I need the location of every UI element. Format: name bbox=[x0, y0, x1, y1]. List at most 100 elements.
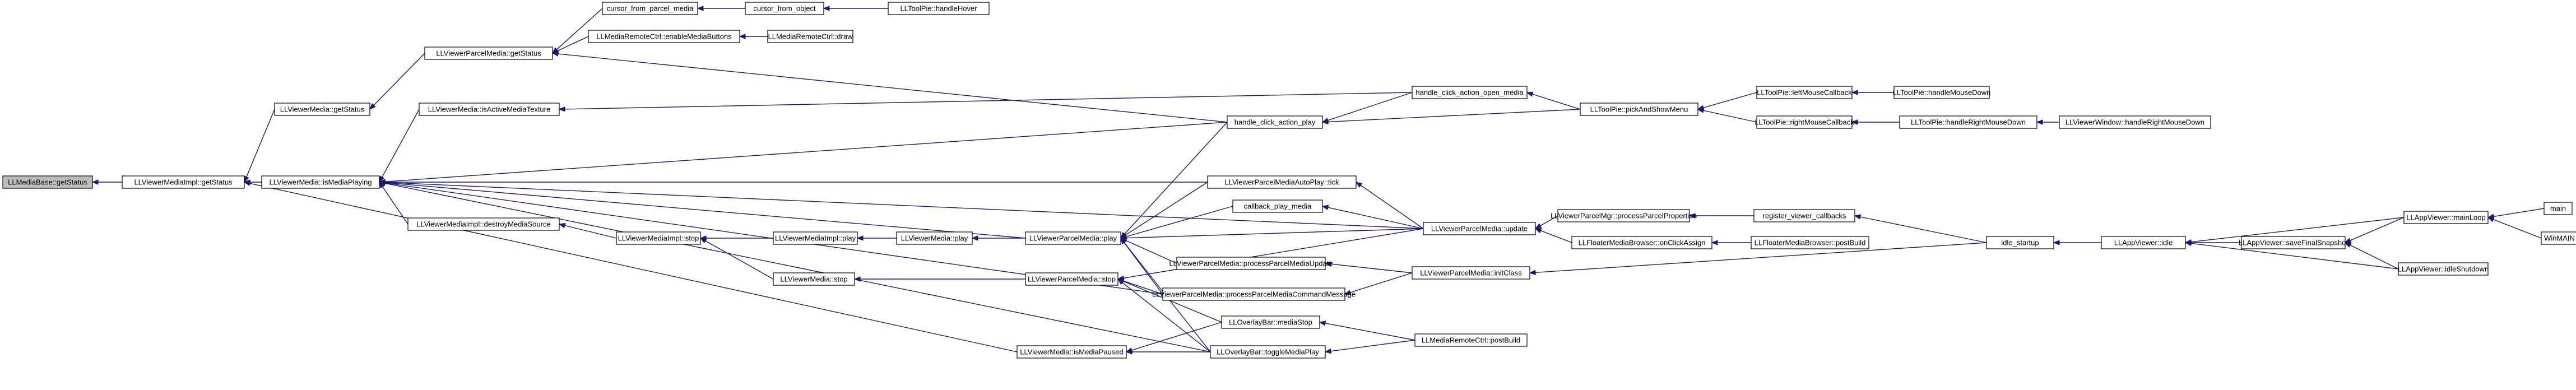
node-label: main bbox=[2550, 205, 2566, 213]
node-llviewerparcelmedia-stop[interactable]: LLViewerParcelMedia::stop bbox=[1025, 272, 1118, 286]
node-label: LLViewerMedia::isMediaPaused bbox=[1020, 348, 1124, 356]
edge-llviewerparcelmedia-getstatus-to-llviewermedia-getstatus bbox=[369, 53, 425, 110]
node-label: LLToolPie::handleRightMouseDown bbox=[1911, 118, 2026, 127]
node-llmediaremotectrl-enablemediabuttons[interactable]: LLMediaRemoteCtrl::enableMediaButtons bbox=[588, 30, 740, 43]
node-lltoolpie-handlehover[interactable]: LLToolPie::handleHover bbox=[888, 2, 990, 15]
node-callback-play-media[interactable]: callback_play_media bbox=[1232, 199, 1323, 213]
edge-llviewerparcelmedia-play-to-llviewermedia-play bbox=[971, 235, 1025, 241]
edge-lltoolpie-pickandshowmenu-to-handle-click-action-play bbox=[1321, 109, 1581, 125]
node-llviewerparcelmedia-getstatus[interactable]: LLViewerParcelMedia::getStatus bbox=[424, 47, 553, 60]
node-box bbox=[407, 217, 560, 231]
node-cursor-from-object[interactable]: cursor_from_object bbox=[745, 2, 824, 15]
node-llviewermedia-getstatus[interactable]: LLViewerMedia::getStatus bbox=[274, 103, 370, 116]
node-llviewermedia-ismediaplaying[interactable]: LLViewerMedia::isMediaPlaying bbox=[261, 175, 380, 189]
node-handle-click-action-open-media[interactable]: handle_click_action_open_media bbox=[1412, 86, 1528, 99]
edge-llviewerparcelmedia-update-to-llviewerparcelmedia-stop bbox=[1117, 228, 1424, 281]
node-label: LLViewerMediaImpl::play bbox=[775, 234, 856, 243]
node-label: LLToolPie::leftMouseCallback bbox=[1757, 89, 1852, 97]
edge-register-viewer-callbacks-to-llviewerparcelmgr-processparcelproperties bbox=[1688, 213, 1754, 219]
node-llmediaremotectrl-draw[interactable]: LLMediaRemoteCtrl::draw bbox=[767, 30, 853, 43]
node-handle-click-action-play[interactable]: handle_click_action_play bbox=[1227, 115, 1323, 129]
node-label: LLToolPie::handleMouseDown bbox=[1893, 89, 1991, 97]
node-cursor-from-parcel-media[interactable]: cursor_from_parcel_media bbox=[602, 2, 698, 15]
edge-llviewerparcelmedia-initclass-to-llviewerparcelmedia-processparcelmediacommandmessage bbox=[1344, 272, 1413, 295]
node-lloverlaybar-togglemediaplay[interactable]: LLOverlayBar::toggleMediaPlay bbox=[1210, 345, 1326, 359]
node-register-viewer-callbacks[interactable]: register_viewer_callbacks bbox=[1753, 209, 1855, 222]
node-box bbox=[1017, 345, 1127, 359]
node-box bbox=[767, 30, 853, 43]
node-lloverlaybar-mediastop[interactable]: LLOverlayBar::mediaStop bbox=[1221, 315, 1320, 329]
node-main[interactable]: main bbox=[2543, 202, 2573, 215]
node-llviewerparcelmediaautoplay-tick[interactable]: LLViewerParcelMediaAutoPlay::tick bbox=[1207, 175, 1357, 189]
node-label: LLMediaRemoteCtrl::enableMediaButtons bbox=[596, 32, 732, 41]
node-label: LLViewerParcelMedia::initClass bbox=[1420, 269, 1522, 277]
node-label: LLViewerMedia::getStatus bbox=[280, 105, 365, 114]
node-llviewerparcelmedia-processparcelmediacommandmessage[interactable]: LLViewerParcelMedia::processParcelMediaC… bbox=[1152, 287, 1356, 301]
node-box bbox=[1557, 209, 1690, 222]
edge-llviewerparcelmedia-update-to-llviewerparcelmedia-play bbox=[1120, 228, 1424, 241]
node-label: LLViewerMediaImpl::stop bbox=[618, 234, 699, 243]
node-lltoolpie-handlemousedown[interactable]: LLToolPie::handleMouseDown bbox=[1893, 86, 1991, 99]
node-box bbox=[419, 103, 560, 116]
node-label: LLAppViewer::mainLoop bbox=[2406, 213, 2485, 222]
node-lltoolpie-handlerightmousedown[interactable]: LLToolPie::handleRightMouseDown bbox=[1899, 115, 2037, 129]
node-llviewerparcelmedia-initclass[interactable]: LLViewerParcelMedia::initClass bbox=[1412, 266, 1530, 280]
node-llviewermediaimpl-stop[interactable]: LLViewerMediaImpl::stop bbox=[616, 231, 701, 245]
node-box bbox=[616, 231, 701, 245]
node-box bbox=[1571, 236, 1712, 249]
node-llfloatermediabrowser-postbuild[interactable]: LLFloaterMediaBrowser::postBuild bbox=[1751, 236, 1869, 249]
node-label: LLViewerMedia::stop bbox=[780, 275, 847, 284]
node-box bbox=[1986, 236, 2054, 249]
edge-callback-play-media-to-llviewerparcelmedia-play bbox=[1120, 206, 1233, 239]
node-label: handle_click_action_open_media bbox=[1415, 89, 1524, 97]
edge-llappviewer-savefinalsnapshot-to-llappviewer-idle bbox=[2184, 240, 2241, 245]
node-llappviewer-savefinalsnapshot[interactable]: LLAppViewer::saveFinalSnapshot bbox=[2239, 236, 2348, 249]
node-box bbox=[274, 103, 370, 116]
edge-handle-click-action-open-media-to-llviewermedia-isactivemediatexture bbox=[558, 92, 1413, 112]
node-llviewermedia-isactivemediatexture[interactable]: LLViewerMedia::isActiveMediaTexture bbox=[419, 103, 560, 116]
node-idle-startup[interactable]: idle_startup bbox=[1986, 236, 2054, 249]
node-label: LLViewerParcelMediaAutoPlay::tick bbox=[1224, 178, 1339, 187]
node-label: LLOverlayBar::toggleMediaPlay bbox=[1217, 348, 1319, 356]
node-label: LLViewerWindow::handleRightMouseDown bbox=[2066, 118, 2204, 127]
node-llappviewer-mainloop[interactable]: LLAppViewer::mainLoop bbox=[2403, 211, 2489, 224]
node-lltoolpie-leftmousecallback[interactable]: LLToolPie::leftMouseCallback bbox=[1756, 86, 1853, 99]
node-llviewerparcelmgr-processparcelproperties[interactable]: LLViewerParcelMgr::processParcelProperti… bbox=[1551, 209, 1697, 222]
node-label: LLViewerParcelMedia::processParcelMediaC… bbox=[1152, 290, 1356, 299]
edge-handle-click-action-play-to-llviewermedia-ismediaplaying bbox=[378, 122, 1228, 184]
node-llviewermediaimpl-play[interactable]: LLViewerMediaImpl::play bbox=[773, 231, 858, 245]
node-llviewermedia-stop[interactable]: LLViewerMedia::stop bbox=[773, 272, 855, 286]
node-llfloatermediabrowser-onclickassign[interactable]: LLFloaterMediaBrowser::onClickAssign bbox=[1571, 236, 1712, 249]
node-lltoolpie-pickandshowmenu[interactable]: LLToolPie::pickAndShowMenu bbox=[1580, 103, 1698, 116]
edge-llviewerparcelmediaautoplay-tick-to-llviewermedia-ismediaplaying bbox=[378, 179, 1208, 185]
node-lltoolpie-rightmousecallback[interactable]: LLToolPie::rightMouseCallback bbox=[1755, 115, 1854, 129]
node-box bbox=[745, 2, 824, 15]
node-llmediabase-getstatus[interactable]: LLMediaBase::getStatus bbox=[2, 175, 93, 189]
edge-llviewerparcelmgr-processparcelproperties-to-llviewerparcelmedia-update bbox=[1534, 215, 1558, 229]
edge-idle-startup-to-llviewerparcelmedia-initclass bbox=[1529, 242, 1987, 276]
node-llmediaremotectrl-postbuild[interactable]: LLMediaRemoteCtrl::postBuild bbox=[1414, 333, 1528, 347]
node-llviewermedia-play[interactable]: LLViewerMedia::play bbox=[896, 231, 973, 245]
node-box bbox=[1176, 257, 1326, 270]
edge-llviewermediaimpl-destroymediasource-to-llviewermedia-ismediaplaying bbox=[379, 181, 409, 225]
edge-llappviewer-idleshutdown-to-llappviewer-savefinalsnapshot bbox=[2344, 242, 2399, 270]
node-llviewerparcelmedia-play[interactable]: LLViewerParcelMedia::play bbox=[1025, 231, 1121, 245]
node-llappviewer-idleshutdown[interactable]: LLAppViewer::idleShutdown bbox=[2398, 262, 2489, 276]
node-label: callback_play_media bbox=[1244, 202, 1312, 211]
node-label: LLAppViewer::idleShutdown bbox=[2398, 265, 2489, 273]
node-winmain[interactable]: WinMAIN bbox=[2541, 231, 2576, 245]
node-llviewermediaimpl-destroymediasource[interactable]: LLViewerMediaImpl::destroyMediaSource bbox=[407, 217, 560, 231]
edge-lloverlaybar-togglemediaplay-to-llviewermedia-ismediaplaying bbox=[378, 180, 1211, 352]
edge-llviewerwindow-handlerightmousedown-to-lltoolpie-handlerightmousedown bbox=[2036, 119, 2059, 125]
node-llappviewer-idle[interactable]: LLAppViewer::idle bbox=[2101, 236, 2186, 249]
node-llviewerwindow-handlerightmousedown[interactable]: LLViewerWindow::handleRightMouseDown bbox=[2059, 115, 2211, 129]
edge-handle-click-action-play-to-llviewerparcelmedia-getstatus bbox=[551, 51, 1228, 123]
node-llviewerparcelmedia-update[interactable]: LLViewerParcelMedia::update bbox=[1423, 222, 1536, 235]
node-llviewerparcelmedia-processparcelmediaupdate[interactable]: LLViewerParcelMedia::processParcelMediaU… bbox=[1169, 257, 1333, 270]
node-llviewermedia-ismediapaused[interactable]: LLViewerMedia::isMediaPaused bbox=[1017, 345, 1127, 359]
edge-llviewermediaimpl-getstatus-to-llmediabase-getstatus bbox=[91, 179, 122, 185]
node-box bbox=[1423, 222, 1536, 235]
edge-lltoolpie-handlemousedown-to-lltoolpie-leftmousecallback bbox=[1851, 90, 1894, 95]
node-llviewermediaimpl-getstatus[interactable]: LLViewerMediaImpl::getStatus bbox=[122, 175, 245, 189]
